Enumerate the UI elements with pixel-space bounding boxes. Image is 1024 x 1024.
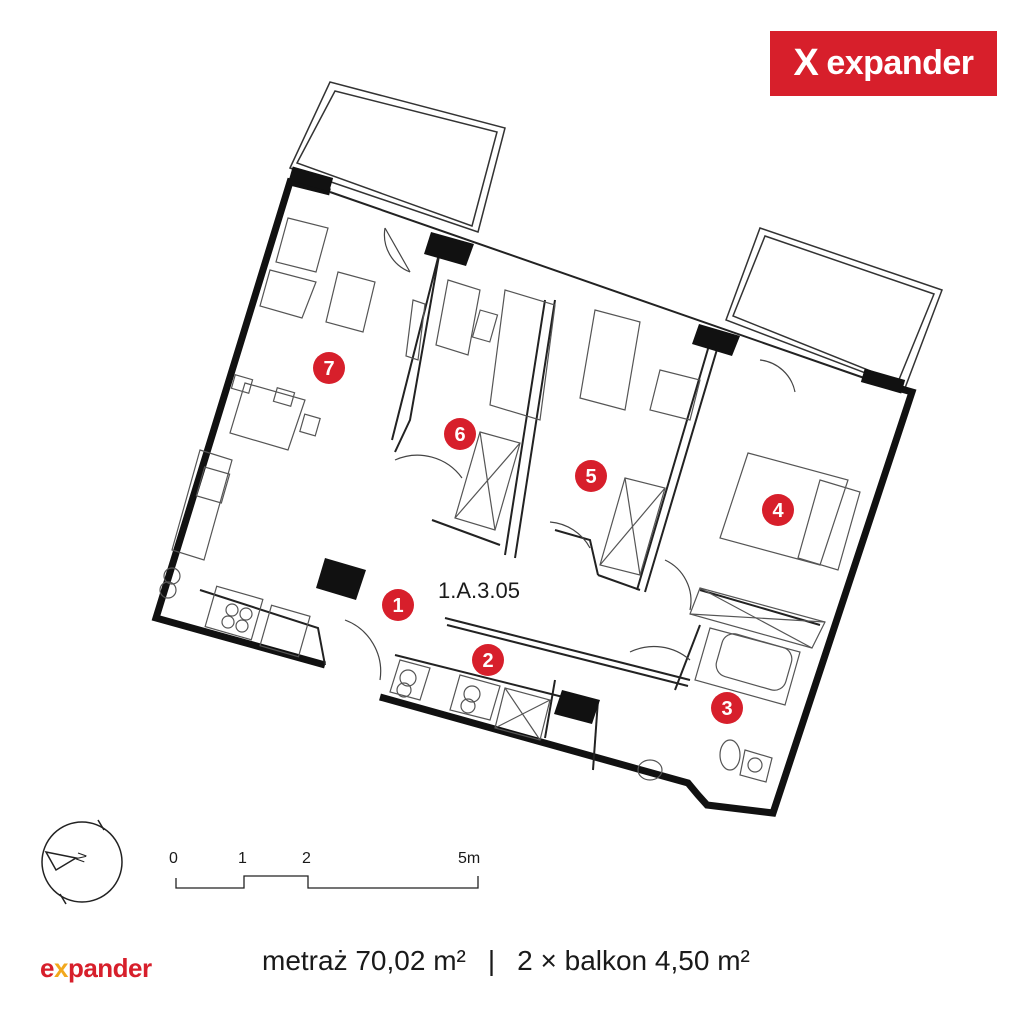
compass-tick <box>59 893 67 905</box>
room-markers: 1 2 3 4 5 6 7 <box>313 352 794 724</box>
area-label: metraż 70,02 m² <box>262 945 466 976</box>
scale-label-1: 1 <box>238 850 247 867</box>
compass-north-letter: N <box>72 850 89 864</box>
room-number-1: 1 <box>392 595 403 617</box>
compass-circle <box>41 821 123 903</box>
balcony-left <box>288 81 506 233</box>
scale-label-5m: 5m <box>458 850 481 867</box>
unit-code: 1.A.3.05 <box>438 578 520 603</box>
footer-logo-x: x <box>53 953 68 983</box>
room-marker-1: 1 <box>382 589 414 621</box>
exterior-walls <box>151 177 917 817</box>
structural-columns <box>288 166 906 724</box>
room-number-7: 7 <box>323 358 334 380</box>
scale-label-0: 0 <box>169 850 178 867</box>
room-number-6: 6 <box>454 424 465 446</box>
door-swings <box>344 227 796 681</box>
footer-logo-rest: pander <box>67 953 152 983</box>
logo-text: expander <box>826 44 974 82</box>
expander-logo: X expander <box>770 31 997 96</box>
interior-walls <box>199 191 871 771</box>
area-summary: metraż 70,02 m² | 2 × balkon 4,50 m² <box>262 945 750 977</box>
compass-tick <box>97 819 105 831</box>
room-marker-4: 4 <box>762 494 794 526</box>
room-number-4: 4 <box>772 500 784 522</box>
compass: N <box>41 819 123 905</box>
scale-bar <box>175 875 479 889</box>
balcony-label: 2 × balkon 4,50 m² <box>517 945 750 976</box>
summary-separator: | <box>487 945 496 976</box>
room-marker-3: 3 <box>711 692 743 724</box>
room-marker-2: 2 <box>472 644 504 676</box>
north-arrow-icon <box>44 850 79 872</box>
room-marker-5: 5 <box>575 460 607 492</box>
footer-logo-e: e <box>40 953 54 983</box>
room-marker-7: 7 <box>313 352 345 384</box>
furniture <box>159 217 861 783</box>
room-number-5: 5 <box>585 466 596 488</box>
logo-x-mark: X <box>793 42 819 84</box>
room-number-3: 3 <box>721 698 732 720</box>
scale-label-2: 2 <box>302 850 311 867</box>
room-number-2: 2 <box>482 650 493 672</box>
footer-expander-logo: expander <box>40 953 152 984</box>
room-marker-6: 6 <box>444 418 476 450</box>
balcony-right <box>725 227 943 389</box>
